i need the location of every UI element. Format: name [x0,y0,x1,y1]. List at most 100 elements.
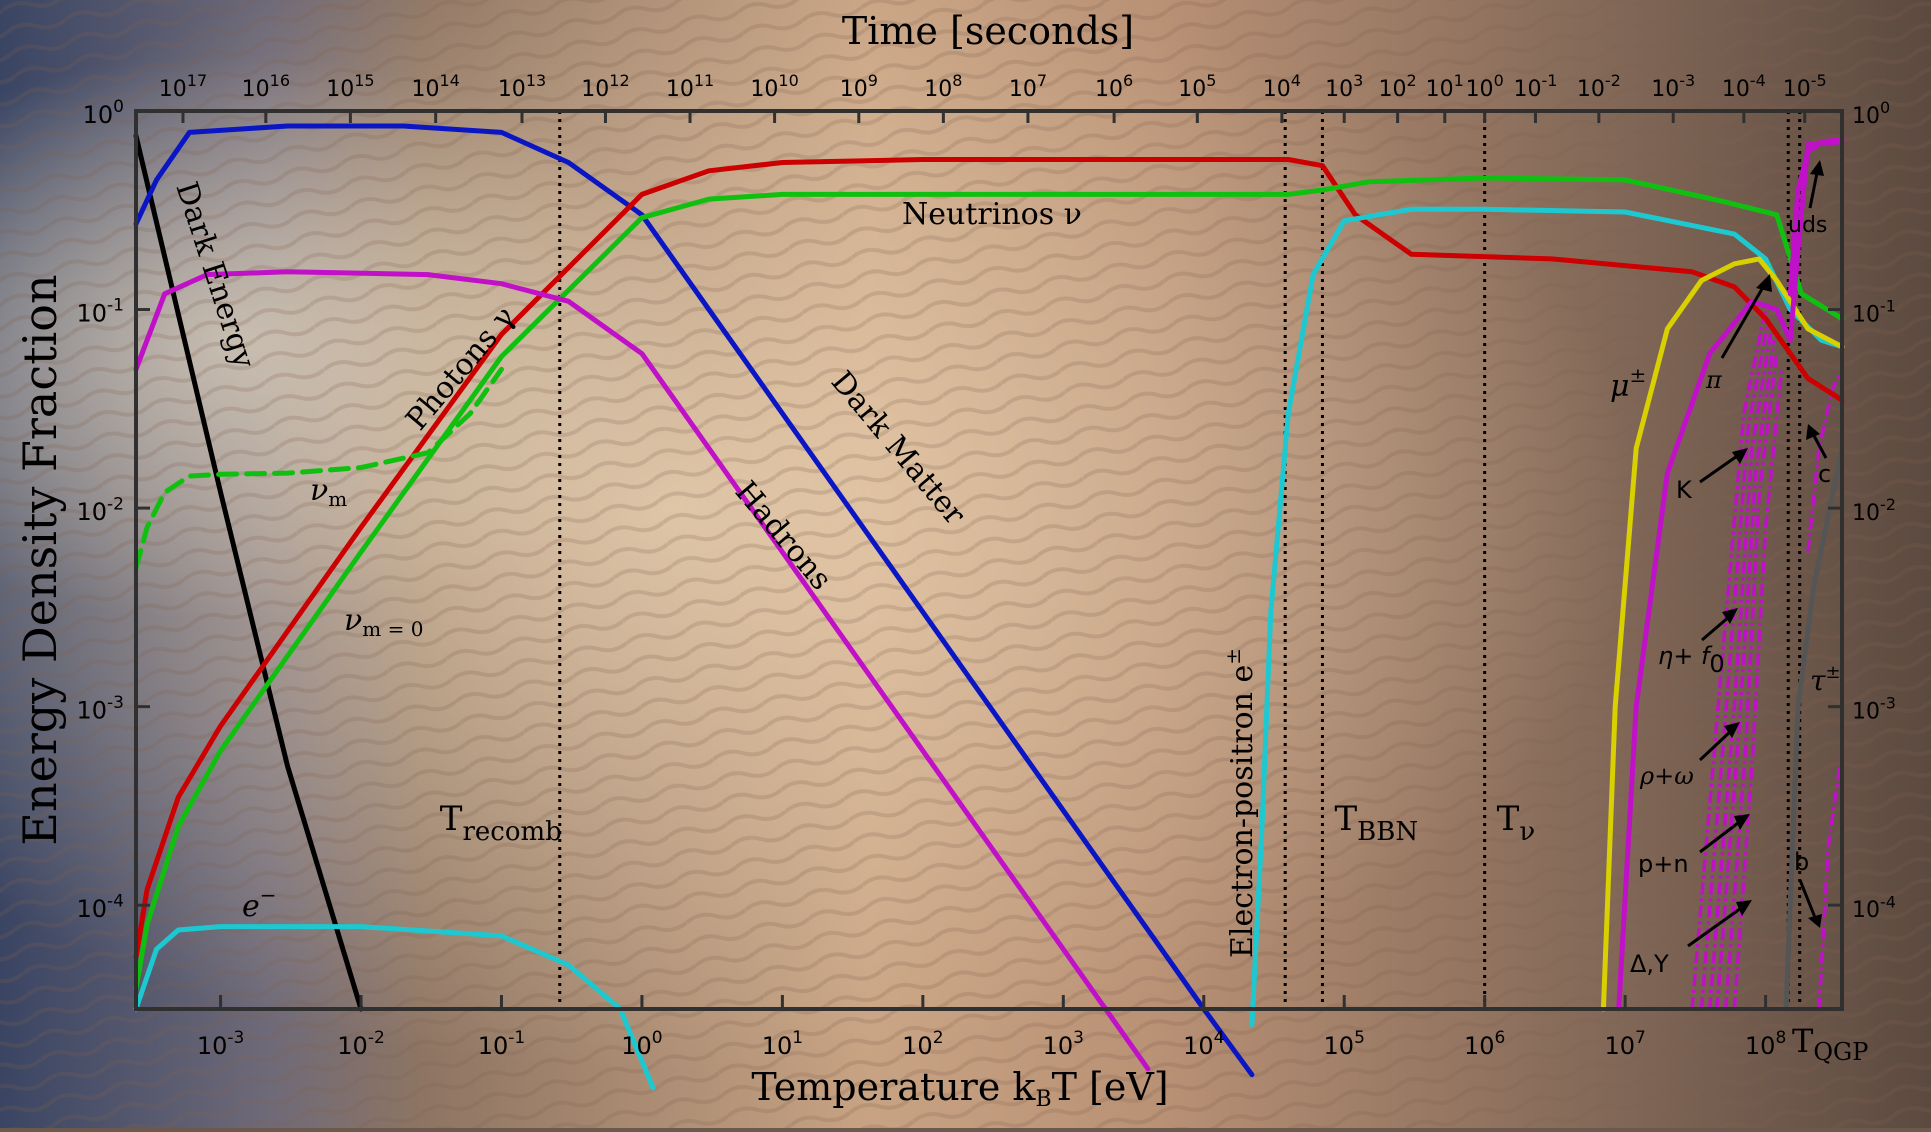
time-tick-label-21: 10-4 [1722,71,1766,102]
time-tick-label-18: 10-1 [1514,71,1558,102]
time-tick-label-22: 10-5 [1783,71,1827,102]
label-charm: c [1818,460,1831,488]
time-tick-label-5: 1012 [581,71,629,102]
arrow-eta [1701,614,1731,642]
y2-tick-label-4: 100 [1852,98,1890,129]
arrow-pion [1720,281,1768,359]
x-tick-label-8: 105 [1324,1028,1365,1060]
x-tick-label-5: 102 [902,1028,943,1060]
label-uds: uds [1788,213,1827,238]
y-axis-title: Energy Density Fraction [13,274,67,845]
series-lines [133,123,1845,1091]
time-tick-label-1: 1016 [242,71,290,102]
x-tick-label-10: 107 [1604,1028,1645,1060]
time-tick-label-0: 1017 [159,71,207,102]
arrow-bottom [1798,879,1818,921]
series-line-photons [133,157,1845,960]
time-tick-label-8: 109 [840,71,878,102]
y-tick-label-2: 10-2 [77,494,125,526]
arrow-rho [1698,728,1734,762]
time-tick-label-15: 102 [1379,71,1417,102]
y2-tick-label-2: 10-2 [1852,495,1896,526]
series-line-uds [1787,136,1845,297]
series-line-tau [1783,445,1845,1012]
label-arrows [1687,167,1828,948]
x-tick-label-4: 101 [762,1028,803,1060]
label-eta: η+ f0 [1658,642,1725,678]
reference-line-label-2: TBBN [1334,799,1418,847]
arrowhead-pn [1734,814,1750,830]
arrowhead-kaon [1732,448,1748,464]
arrow-kaon [1699,452,1741,484]
x2-axis-title: Time [seconds] [842,9,1134,53]
time-tick-label-19: 10-2 [1577,71,1621,102]
tqgp-label: TQGP [1792,1022,1868,1066]
arrowhead-bottom [1808,914,1822,928]
hadron-species-curve-5 [1732,369,1784,1010]
x-tick-label-6: 103 [1043,1028,1084,1060]
x-tick-label-11: 108 [1745,1028,1786,1060]
time-tick-label-2: 1015 [326,71,374,102]
time-tick-label-20: 10-3 [1651,71,1695,102]
label-rho: ρ+ω [1639,762,1694,790]
arrowhead-charm [1806,424,1820,440]
hadron-species-curve-7 [1806,368,1844,553]
x-tick-label-3: 100 [621,1028,662,1060]
time-tick-label-14: 103 [1325,71,1363,102]
series-line-hadrons [133,269,1151,1072]
time-tick-label-6: 1011 [666,71,714,102]
time-tick-label-16: 101 [1426,71,1464,102]
arrow-delta [1687,904,1745,948]
label-bottom: b [1794,848,1809,876]
hadron-species-curve-2 [1707,328,1774,1010]
hadron-species-curve-3 [1715,340,1776,1010]
x-tick-label-2: 10-1 [478,1028,526,1060]
y-tick-label-0: 10-4 [77,891,125,923]
series-line-dark-matter [133,123,1255,1078]
time-tick-label-13: 104 [1263,71,1301,102]
label-pion: π [1705,366,1723,394]
series-line-dark-energy [133,133,364,1012]
hadron-species-curve-6 [1817,750,1844,1010]
series-line-neutrinos [133,175,1845,992]
label-nu-m0: νm = 0 [344,603,423,641]
x-tick-label-7: 104 [1183,1028,1224,1060]
hadron-species-curve-0 [1690,309,1768,1010]
time-tick-label-3: 1014 [411,71,459,102]
time-tick-label-4: 1013 [498,71,546,102]
y-tick-label-1: 10-3 [77,693,125,725]
label-pn: p+n [1638,850,1689,878]
arrowhead-pion [1756,274,1772,292]
series-line-electrons [133,924,656,1091]
series-line-nu-m [133,366,504,571]
time-tick-label-12: 105 [1178,71,1216,102]
x-tick-label-0: 10-3 [197,1028,245,1060]
x-axis-title: Temperature kBT [eV] [751,1065,1168,1112]
arrowhead-delta [1736,900,1752,916]
time-tick-label-17: 100 [1466,71,1504,102]
label-electron-positron: Electron-positron e± [1221,648,1260,958]
arrowhead-eta [1722,608,1738,624]
reference-line-label-3: Tν [1497,799,1536,847]
label-nu-m: νm [310,473,347,511]
label-tau: τ± [1810,662,1841,697]
arrow-pn [1699,818,1743,854]
arrow-heads [1722,160,1824,928]
label-kaon: K [1676,476,1693,504]
y-tick-label-3: 10-1 [77,296,125,328]
y2-tick-label-1: 10-3 [1852,694,1896,725]
time-tick-label-11: 106 [1095,71,1133,102]
arrowhead-uds [1810,160,1824,176]
plot-frame [134,109,1844,1011]
label-delta: Δ,Y [1630,950,1669,978]
x-tick-label-9: 106 [1464,1028,1505,1060]
series-line-electron-positron [1249,206,1845,1028]
time-tick-label-7: 1010 [750,71,798,102]
time-tick-label-9: 108 [924,71,962,102]
time-tick-label-10: 107 [1009,71,1047,102]
